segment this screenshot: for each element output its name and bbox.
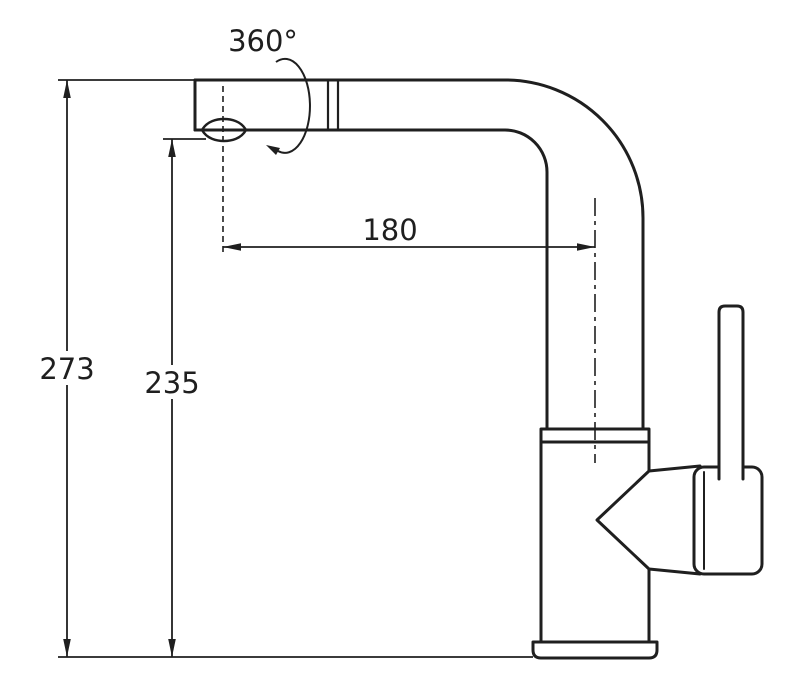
arrow-235-top-icon [168,139,176,157]
aerator [200,117,248,143]
base-flange [531,640,659,660]
spout-height-label: 235 [144,366,199,400]
dimension-labels: 360° 180 273 235 [39,24,417,400]
arrow-235-bottom-icon [168,639,176,657]
label-masks [42,351,197,399]
rotation-arrow-arc [275,57,311,154]
reach-label: 180 [362,213,417,247]
faucet-outline [193,78,764,660]
arrow-273-top-icon [63,80,71,98]
spout-bottom-profile [193,128,549,431]
dimension-arrowheads [63,80,595,657]
rotation-label: 360° [228,24,298,58]
spout-top-profile [193,78,645,431]
handle-lever [717,304,745,481]
arrow-180-right-icon [577,243,595,251]
arrow-273-bottom-icon [63,639,71,657]
label-mask-235 [147,365,197,399]
arrow-180-left-icon [223,243,241,251]
dimension-lines [58,79,595,658]
rotation-arc [275,57,311,154]
handle-hub [595,464,702,576]
centerlines [222,86,596,463]
label-mask-273 [42,351,92,385]
total-height-label: 273 [39,352,94,386]
arrow-rotation-icon [266,145,280,155]
